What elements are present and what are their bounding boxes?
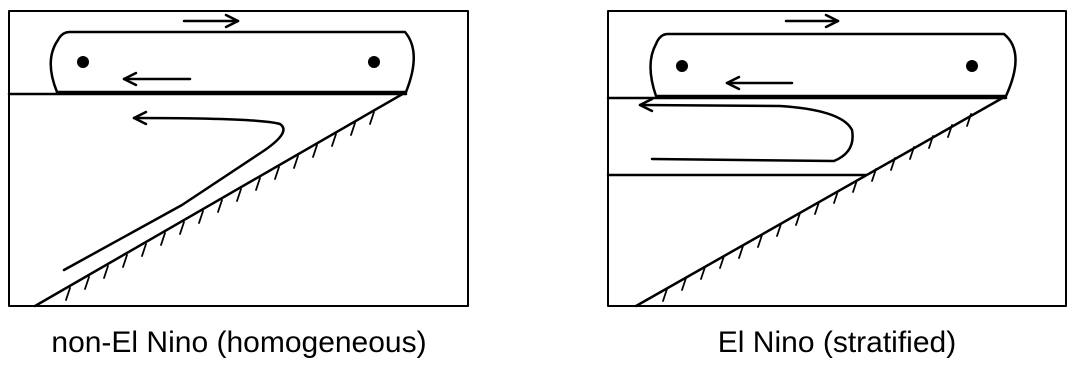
- intermediate-flow-loop: [638, 103, 854, 163]
- deep-return-flow: [62, 116, 285, 272]
- panel-frame: [607, 10, 1067, 307]
- cell-dot-left: [77, 56, 89, 68]
- upper-circulation-loop: [49, 30, 415, 94]
- bottom-hatching: [65, 111, 375, 301]
- panel-frame: [8, 10, 469, 307]
- intermediate-flow-arrowhead: [638, 97, 654, 113]
- sloping-bottom: [634, 94, 1008, 308]
- caption-non-el-nino: non-El Nino (homogeneous): [51, 326, 427, 359]
- caption-el-nino: El Nino (stratified): [717, 326, 957, 359]
- upper-circulation-loop: [649, 32, 1017, 98]
- deep-flow-arrowhead: [132, 110, 148, 126]
- sloping-bottom: [33, 90, 408, 308]
- cell-dot-right: [966, 60, 978, 72]
- panel-non-el-nino: [7, 10, 469, 308]
- panel-el-nino: [606, 10, 1067, 308]
- cell-return-arrow: [122, 71, 192, 87]
- surface-flow-arrow: [784, 13, 840, 29]
- cell-dot-right: [368, 56, 380, 68]
- cell-return-arrow: [725, 75, 794, 91]
- cell-dot-left: [676, 60, 688, 72]
- bottom-hatching: [662, 113, 972, 302]
- surface-flow-arrow: [182, 13, 240, 29]
